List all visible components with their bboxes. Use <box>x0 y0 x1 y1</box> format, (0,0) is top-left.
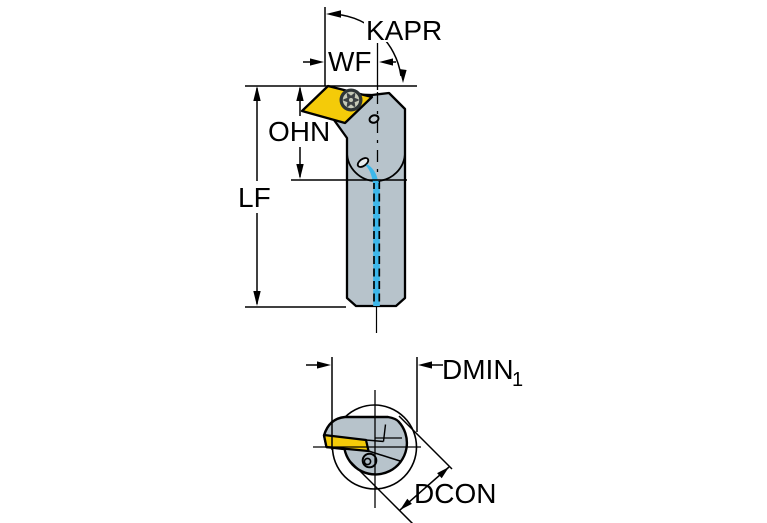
end-view: DMIN 1 DCON <box>306 354 523 523</box>
ohn-label: OHN <box>268 116 330 147</box>
lf-arrow-down <box>253 291 261 306</box>
kapr-label-backing <box>364 15 444 42</box>
dcon-arrow-ne <box>437 467 449 479</box>
kapr-label: KAPR <box>366 15 442 46</box>
coolant-channel <box>373 180 380 306</box>
dmin-label: DMIN <box>442 354 514 385</box>
lf-arrow-up <box>253 86 261 101</box>
side-view-arrowheads <box>253 10 407 306</box>
pocket-seam-line <box>368 450 401 462</box>
pocket-wall-line <box>382 424 387 442</box>
dcon-tangent-sw <box>350 461 414 523</box>
end-view-centerlines <box>313 390 421 508</box>
dmin-arrow-right-tip <box>317 361 331 369</box>
pocket-relief-hole <box>368 114 380 124</box>
dcon-tangent-ne <box>398 415 453 470</box>
dmin-arrow-left-tip <box>418 361 432 369</box>
dmin-label-subscript: 1 <box>512 369 523 391</box>
dmin-dimension <box>306 357 443 450</box>
torx-screw-icon <box>339 88 363 112</box>
dcon-label: DCON <box>414 478 496 509</box>
kapr-arrow-left <box>326 10 341 18</box>
ohn-arrow-up <box>296 86 304 101</box>
coolant-exit-hole <box>356 157 370 168</box>
coolant-drop <box>366 164 379 183</box>
wf-arrow-right <box>310 58 324 66</box>
kapr-arrow-down <box>399 69 407 83</box>
end-view-screw-inner <box>363 457 372 466</box>
dcon-arrow-sw <box>400 498 412 510</box>
wf-arrow-left <box>379 58 393 66</box>
ohn-arrow-down <box>296 164 304 179</box>
tool-body-outline <box>327 91 407 308</box>
side-view: KAPR WF OHN LF <box>238 7 444 333</box>
wf-label: WF <box>328 46 372 77</box>
lf-label: LF <box>238 182 271 213</box>
